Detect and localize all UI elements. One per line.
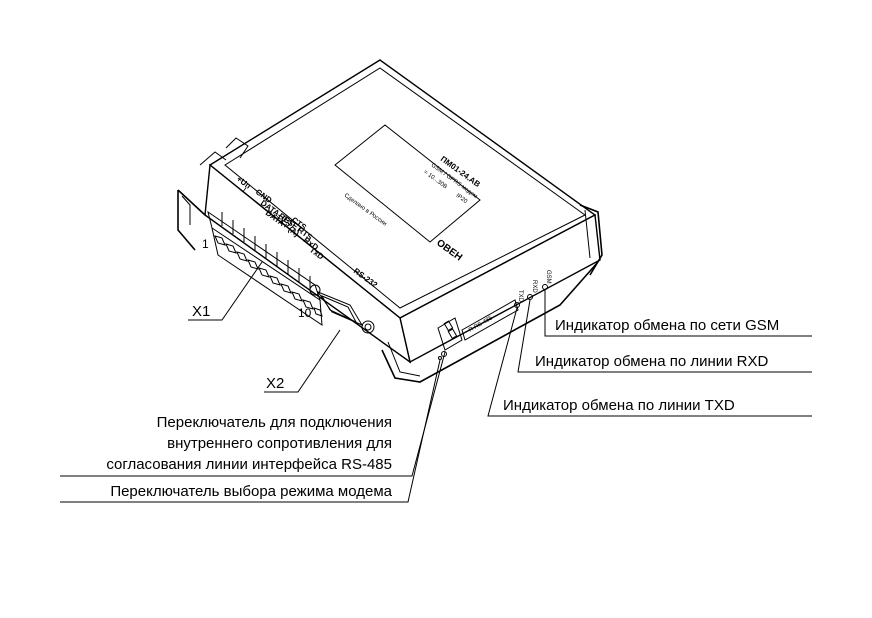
callout-txd: Индикатор обмена по линии TXD [503,397,735,414]
led-label-gsm: GSM [545,270,551,284]
pin-last-label: 10 [298,306,312,320]
terminal-block-x1 [207,210,323,326]
led-label-txd: TXD [517,290,523,303]
switch-block [437,299,519,360]
pin-first-label: 1 [202,237,209,251]
leader-lines [60,261,812,503]
led-gsm [542,284,548,290]
connector-x2 [309,284,375,334]
callout-switch485-line2: внутреннего сопротивления для [167,435,392,452]
callout-gsm: Индикатор обмена по сети GSM [555,317,779,334]
terminal-label-2: ⊥ [239,184,250,195]
callout-switch485-line3: согласования линии интерфейса RS-485 [106,456,392,473]
led-label-rxd: RXD [531,280,537,293]
label-window [334,124,481,243]
led-txd [514,302,520,308]
led-rxd [527,294,533,300]
device-drawing [177,59,603,383]
callout-switch485-line1: Переключатель для подключения [157,414,392,431]
callout-x2: X2 [266,375,284,392]
callout-x1: X1 [192,303,210,320]
callout-mode-switch: Переключатель выбора режима модема [110,483,392,500]
sim-slot [461,299,519,341]
callout-rxd: Индикатор обмена по линии RXD [535,353,769,370]
